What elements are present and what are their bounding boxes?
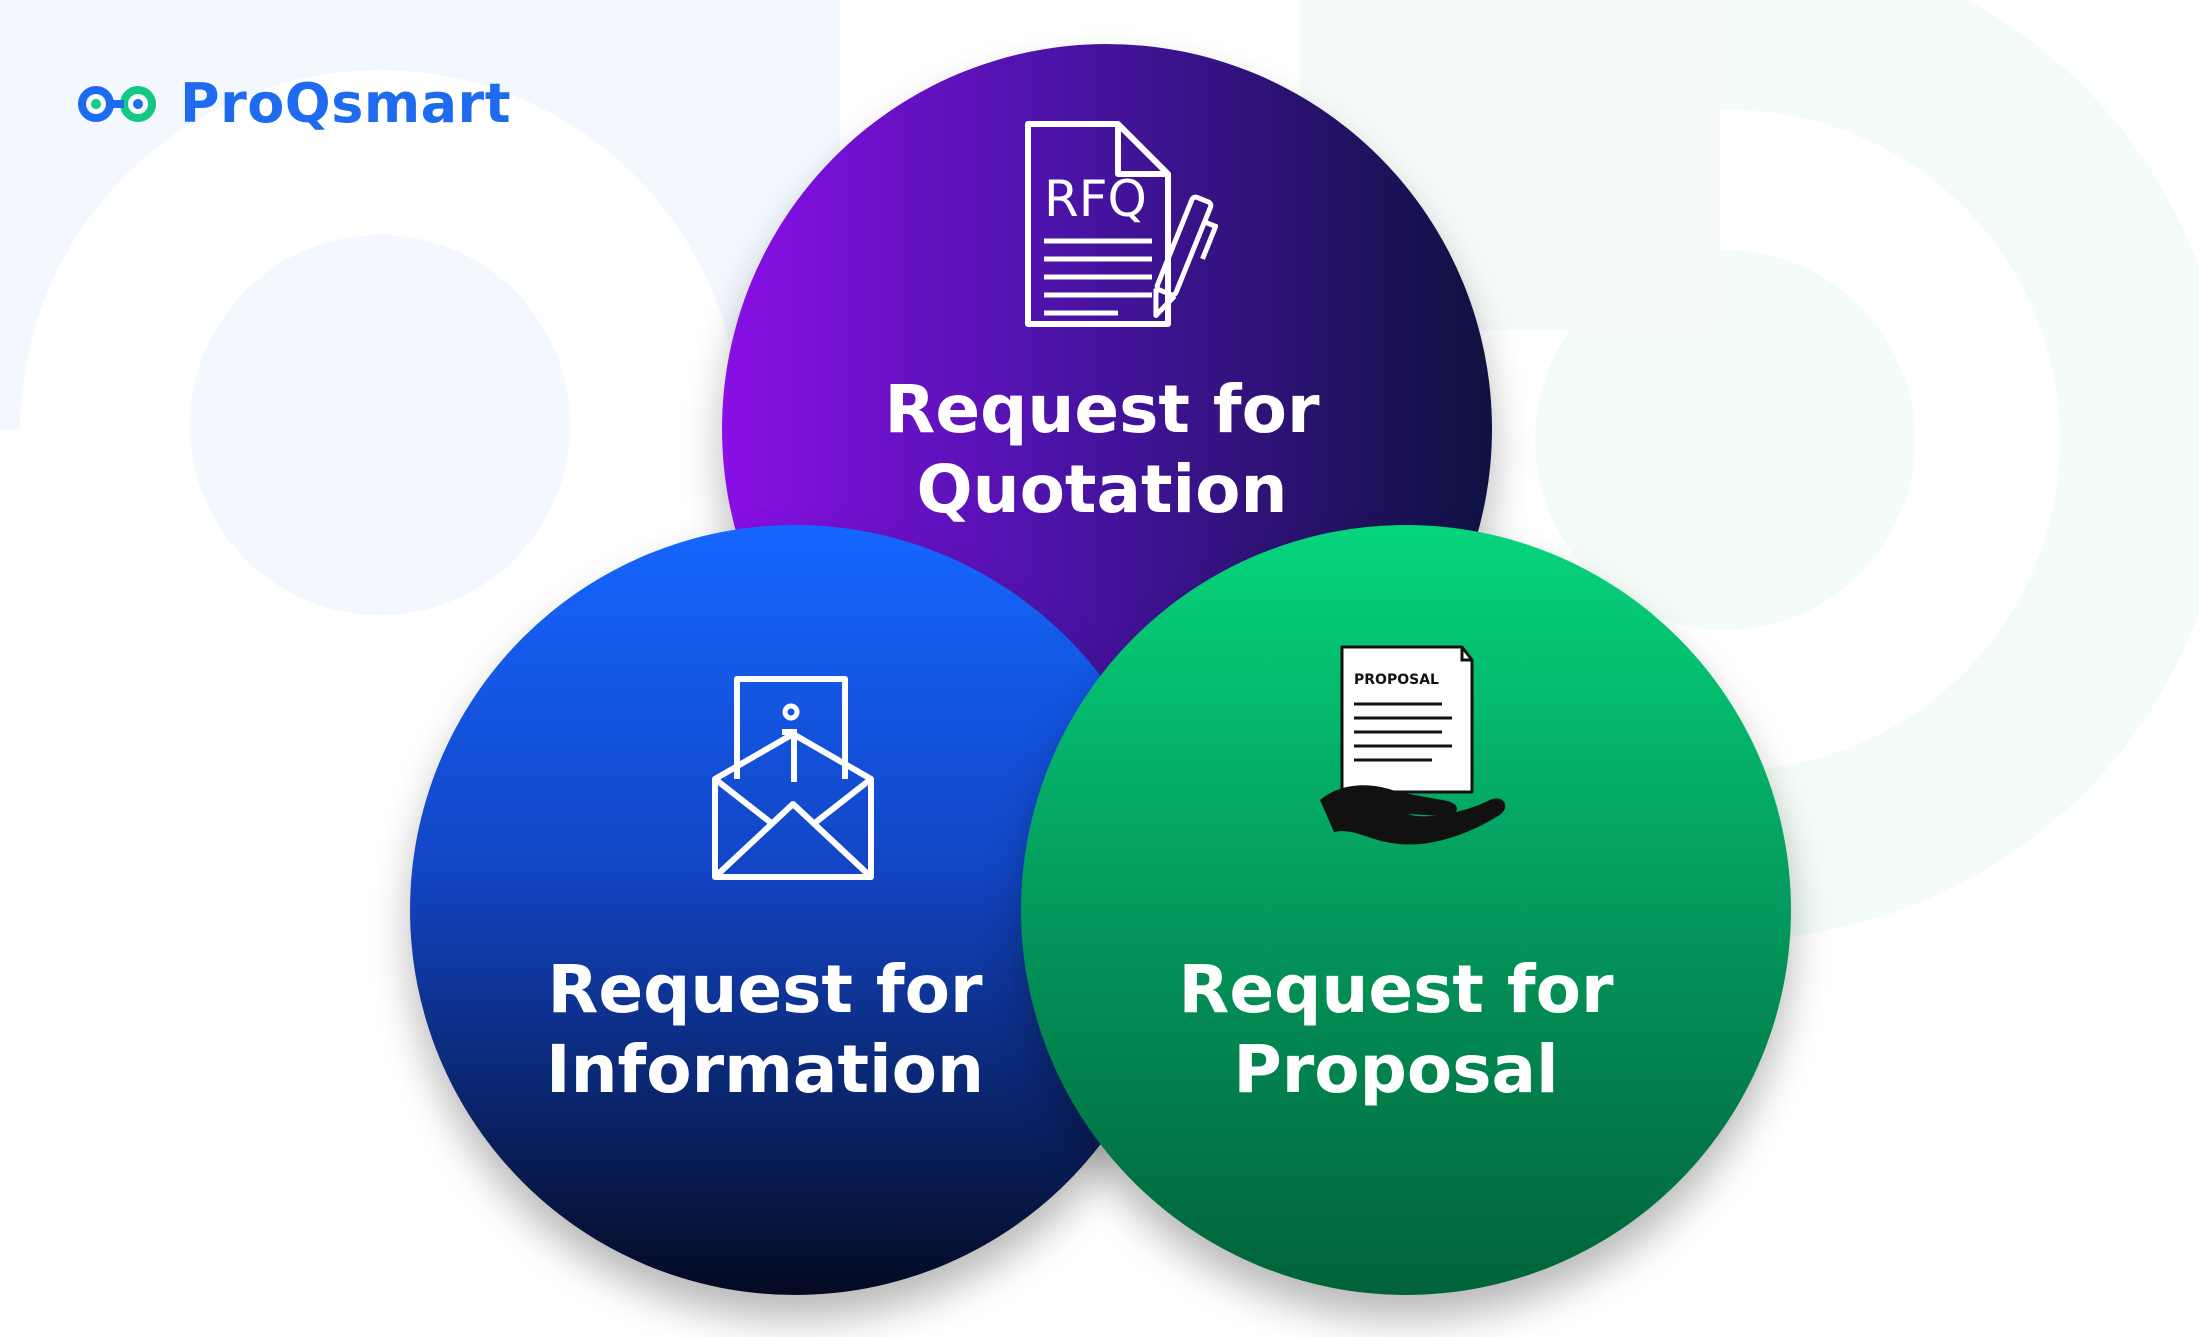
- rfp-circle: [1021, 525, 1791, 1295]
- rfp-label-line2: Proposal: [1233, 1031, 1559, 1108]
- brand-name: ProQsmart: [180, 72, 512, 135]
- rfq-icon-text: RFQ: [1044, 170, 1147, 228]
- rfq-label-line2: Quotation: [916, 451, 1288, 528]
- info-envelope-icon: [712, 676, 874, 880]
- rfi-label-line2: Information: [546, 1031, 984, 1108]
- rfp-label-line1: Request for: [1178, 951, 1614, 1028]
- rfq-label-line1: Request for: [884, 371, 1320, 448]
- rfq-label: Request for Quotation: [822, 370, 1382, 530]
- rfi-label: Request for Information: [485, 950, 1045, 1110]
- rfq-document-pen-icon: RFQ: [1025, 121, 1218, 327]
- rfp-label: Request for Proposal: [1116, 950, 1676, 1110]
- proposal-hand-icon: PROPOSAL: [1320, 645, 1506, 845]
- brand-logo: ProQsmart: [76, 74, 511, 134]
- rfp-icon-text: PROPOSAL: [1354, 672, 1439, 688]
- rfi-label-line1: Request for: [547, 951, 983, 1028]
- proqsmart-logo-icon: [78, 86, 156, 122]
